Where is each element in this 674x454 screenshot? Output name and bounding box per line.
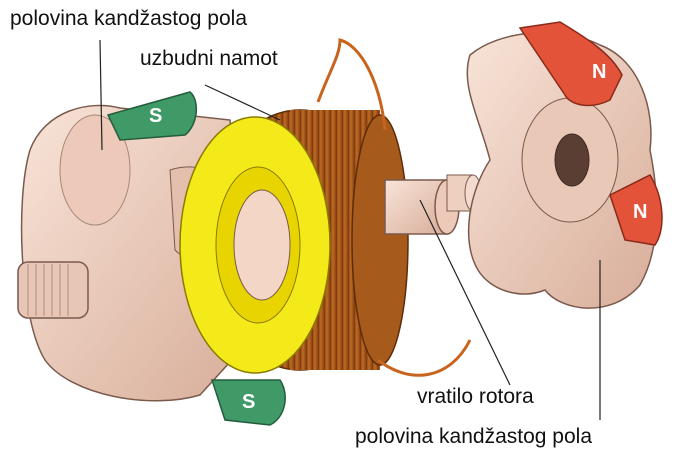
south-pole-marker-top: S: [149, 105, 162, 127]
label-claw-pole-half-bottom: polovina kandžastog pola: [355, 426, 592, 447]
north-pole-marker-bottom: N: [633, 201, 647, 223]
label-claw-pole-half-top: polovina kandžastog pola: [10, 8, 247, 29]
north-pole-marker-top: N: [592, 61, 606, 83]
rotor-shaft: [385, 175, 481, 234]
label-excitation-winding: uzbudni namot: [140, 48, 278, 69]
south-pole-marker-bottom: S: [242, 391, 255, 413]
right-claw-pole-half: N N: [467, 22, 662, 308]
leader-winding: [205, 85, 280, 120]
label-rotor-shaft: vratilo rotora: [417, 386, 534, 407]
